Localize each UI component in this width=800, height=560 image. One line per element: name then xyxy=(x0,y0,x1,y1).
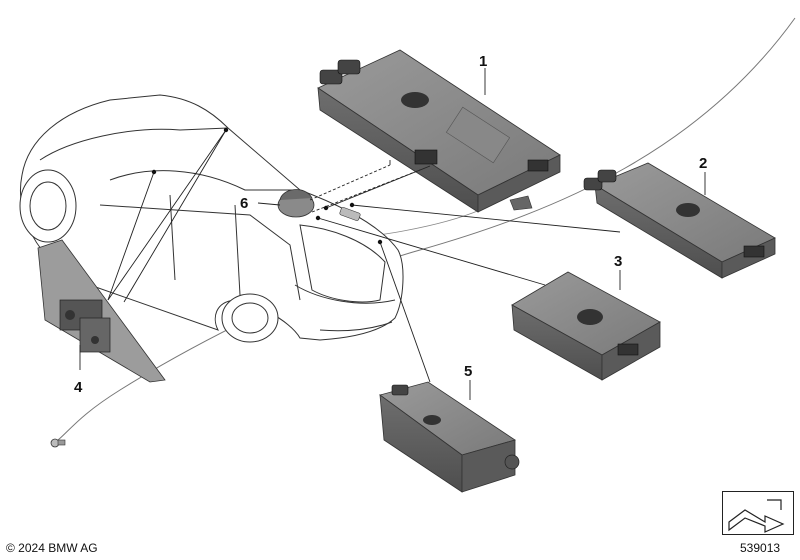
copyright-text: © 2024 BMW AG xyxy=(6,541,98,555)
callout-5: 5 xyxy=(464,363,472,380)
part-3-module xyxy=(511,271,661,381)
callout-3: 3 xyxy=(614,253,622,270)
diagram-number: 539013 xyxy=(740,541,781,555)
leader-lines xyxy=(79,68,706,400)
callout-6: 6 xyxy=(240,195,248,212)
part-2-amplifier xyxy=(583,162,776,279)
part-5-amplifier-block xyxy=(379,381,520,493)
part-4-antenna-bracket xyxy=(37,239,166,383)
navigation-button[interactable] xyxy=(722,491,794,535)
arrow-nav-icon xyxy=(728,499,785,533)
callout-1: 1 xyxy=(479,53,487,70)
cable-plug xyxy=(50,438,66,448)
callout-4: 4 xyxy=(74,379,83,396)
callout-2: 2 xyxy=(699,155,707,172)
location-dots xyxy=(151,127,383,245)
part-6-antenna-unit xyxy=(277,189,361,221)
part-1-control-module xyxy=(317,49,561,213)
